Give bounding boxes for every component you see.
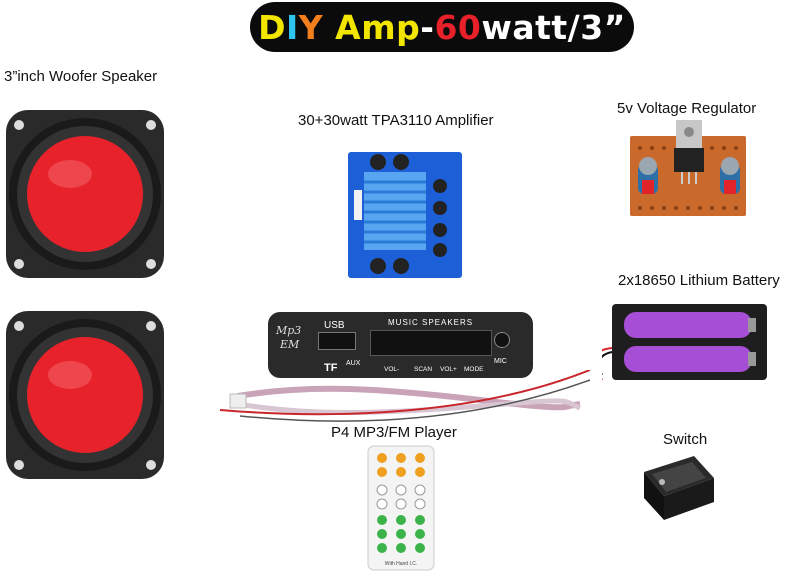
button-scan: SCAN — [414, 366, 433, 373]
mp3-player-board: Mp3 EM USB TF AUX MUSIC SPEAKERS VOL- SC… — [268, 312, 533, 378]
player-label: P4 MP3/FM Player — [331, 424, 457, 441]
woofer-speaker-bottom — [6, 311, 164, 479]
title-part: watt/3” — [481, 7, 626, 47]
usb-label: USB — [324, 320, 345, 331]
battery-holder — [602, 304, 767, 380]
remote-brand: With Hand I.C. — [385, 561, 418, 567]
button-vol-plus: VOL+ — [440, 366, 457, 373]
rocker-switch — [644, 456, 714, 520]
tf-label: TF — [324, 362, 338, 374]
button-vol-minus: VOL- — [384, 366, 400, 373]
title-part: 60 — [434, 7, 482, 47]
title-part: - — [420, 7, 435, 47]
regulator-label: 5v Voltage Regulator — [617, 100, 757, 117]
ir-remote-control: With Hand I.C. — [367, 445, 435, 571]
display-window — [370, 330, 492, 356]
ribbon-cable — [220, 370, 591, 422]
mic-label: MIC — [494, 358, 507, 365]
speaker-cone — [27, 136, 143, 252]
mp3-logo: Mp3 — [276, 324, 302, 337]
ir-sensor — [494, 332, 510, 348]
usb-port — [318, 332, 356, 350]
amplifier-label: 30+30watt TPA3110 Amplifier — [298, 112, 494, 129]
em-logo: EM — [280, 338, 300, 351]
title-part: Y — [298, 7, 336, 47]
speaker-label: 3”inch Woofer Speaker — [4, 68, 158, 85]
amplifier-board — [348, 152, 462, 278]
battery-label: 2x18650 Lithium Battery — [618, 272, 780, 289]
button-mode: MODE — [464, 366, 484, 373]
woofer-speaker-top — [6, 110, 164, 278]
title-part: Amp — [335, 7, 421, 47]
voltage-regulator-board — [630, 120, 746, 216]
aux-label: AUX — [346, 360, 361, 367]
title-part: D — [258, 7, 286, 47]
music-speakers-heading: MUSIC SPEAKERS — [388, 318, 474, 327]
switch-label: Switch — [663, 431, 708, 448]
title-part: I — [286, 7, 299, 47]
